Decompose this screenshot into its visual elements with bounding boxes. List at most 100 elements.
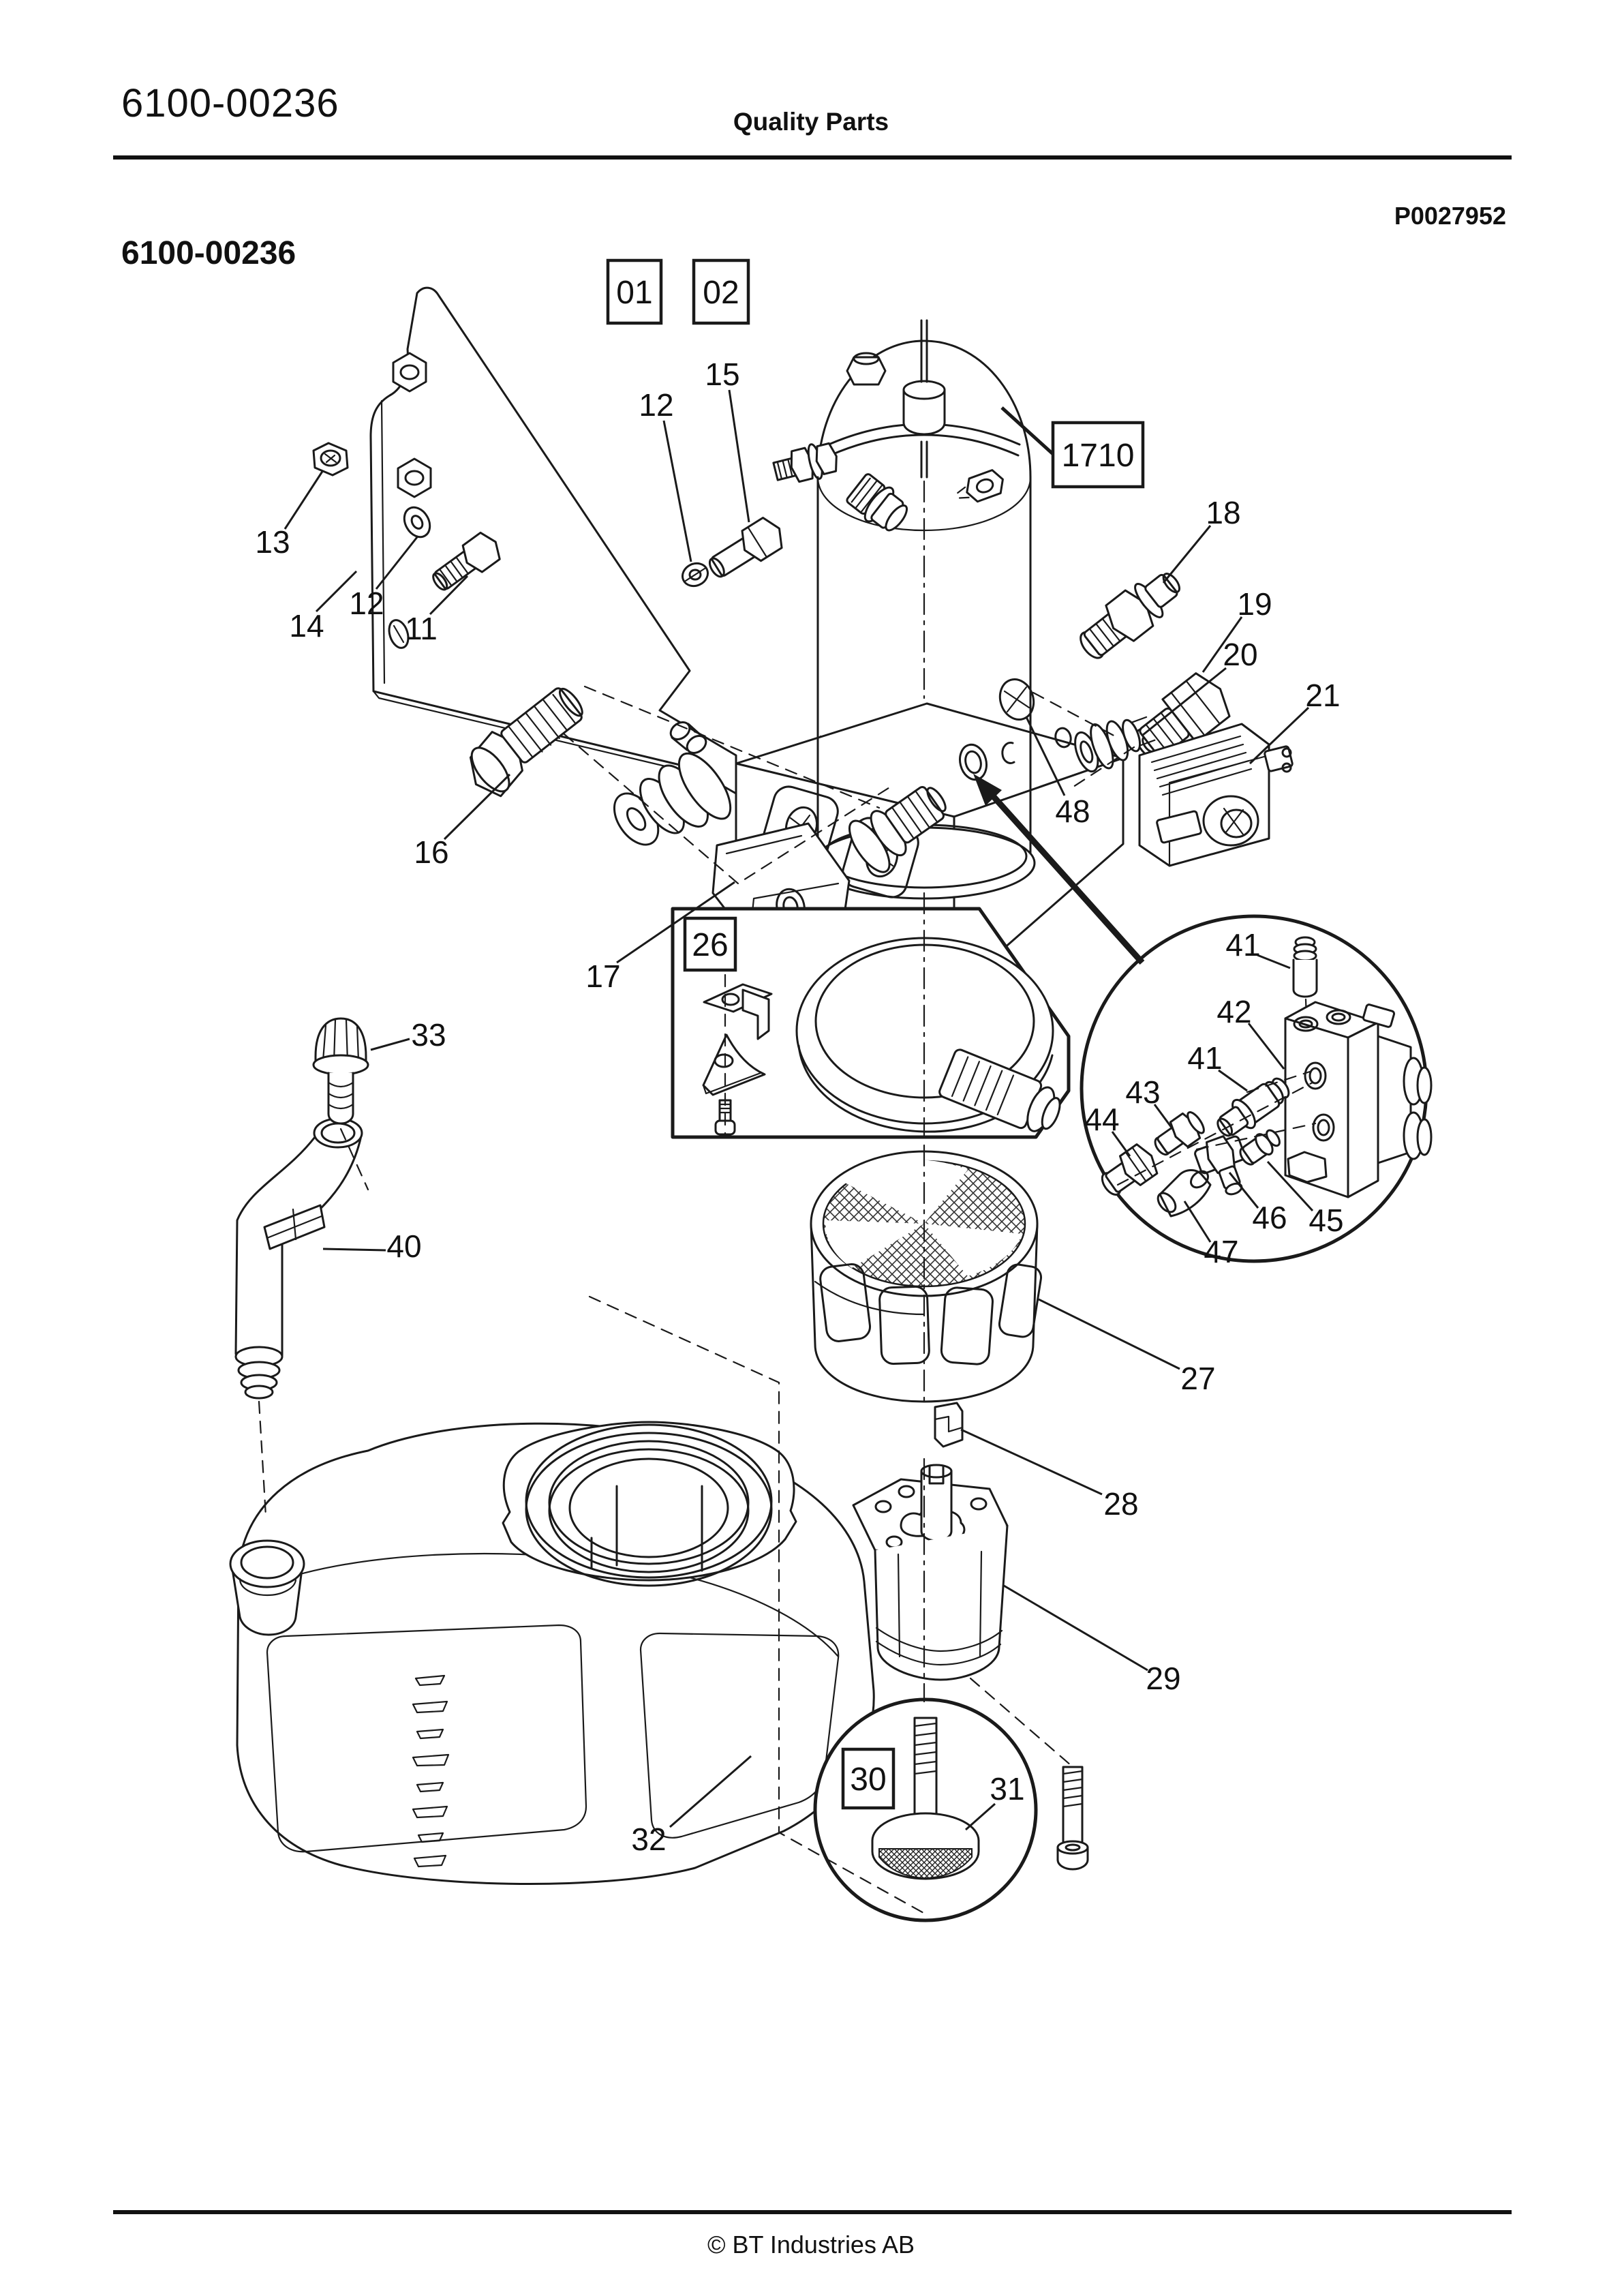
bracket-bolt-upper xyxy=(392,352,427,393)
nut-13 xyxy=(312,442,349,477)
callout-18-8: 18 xyxy=(1162,495,1241,584)
callout-31-16: 31 xyxy=(965,1771,1025,1831)
callout-label: 41 xyxy=(1225,927,1260,963)
callout-label: 15 xyxy=(705,357,739,392)
callout-label: 12 xyxy=(639,387,673,423)
boxed-callout-30: 30 xyxy=(841,1747,896,1810)
callout-47-27: 47 xyxy=(1183,1200,1239,1269)
solenoid-valve-21 xyxy=(1138,723,1294,867)
callout-43-23: 43 xyxy=(1125,1074,1175,1131)
boxed-callout-01: 01 xyxy=(606,258,663,325)
callout-label: 47 xyxy=(1204,1234,1238,1269)
callout-label: 19 xyxy=(1237,586,1272,622)
washer-12a xyxy=(403,506,431,539)
callout-45-25: 45 xyxy=(1266,1160,1344,1238)
socket-bolt xyxy=(1056,1766,1089,1871)
suction-filter-27 xyxy=(810,1150,1043,1403)
callout-44-24: 44 xyxy=(1084,1102,1131,1157)
pump-shaft xyxy=(920,1464,953,1542)
valve-block-detail-circle xyxy=(1080,914,1433,1263)
fitting-18 xyxy=(1080,573,1181,659)
callout-label: 40 xyxy=(386,1228,421,1264)
clamp-bracket-clip xyxy=(703,983,773,1040)
boxed-callout-label: 01 xyxy=(616,275,652,311)
footer-rule xyxy=(113,2210,1512,2214)
detail-arrow xyxy=(973,774,1145,965)
terminal-stud xyxy=(772,442,838,483)
callout-40-19: 40 xyxy=(322,1228,422,1264)
callout-28-14: 28 xyxy=(960,1428,1139,1522)
callout-label: 31 xyxy=(990,1771,1024,1807)
boxed-callout-1710: 1710 xyxy=(1000,406,1145,489)
magnet-plug-detail-circle xyxy=(813,1697,1038,1922)
callout-label: 20 xyxy=(1223,637,1257,672)
oil-tank-32 xyxy=(229,1421,875,1886)
callout-label: 13 xyxy=(255,524,290,560)
solenoid-boss xyxy=(1202,795,1259,847)
callout-12-4: 12 xyxy=(639,387,692,562)
clamp-detail-panel xyxy=(671,907,1071,1139)
callout-14-1: 14 xyxy=(289,570,358,644)
callout-label: 18 xyxy=(1206,495,1240,530)
mounting-bracket xyxy=(369,286,737,795)
washer-12b xyxy=(682,562,709,588)
callout-label: 42 xyxy=(1216,994,1251,1029)
callout-48-12: 48 xyxy=(1025,716,1090,829)
fitting-45 xyxy=(1239,1129,1281,1166)
callout-15-5: 15 xyxy=(705,357,750,523)
header-rule xyxy=(113,155,1512,160)
callout-label: 48 xyxy=(1055,794,1090,829)
front-fitting xyxy=(846,473,908,532)
boxed-callout-label: 02 xyxy=(703,275,739,311)
callout-16-6: 16 xyxy=(414,773,511,870)
callout-33-18: 33 xyxy=(370,1017,446,1053)
tee-fitting-46 xyxy=(1194,1135,1246,1196)
callout-label: 28 xyxy=(1103,1486,1138,1522)
callout-27-13: 27 xyxy=(1038,1298,1216,1396)
bracket-bolt-lower xyxy=(397,457,432,498)
boxed-callout-26: 26 xyxy=(683,916,737,972)
boxed-callout-label: 26 xyxy=(692,927,728,963)
callout-label: 29 xyxy=(1146,1661,1180,1696)
callout-layer: 1314121112151617181920214827282931323340… xyxy=(255,258,1344,1857)
bolt-15 xyxy=(708,517,783,578)
dome-hex-plug xyxy=(846,352,887,386)
callout-label: 14 xyxy=(289,608,324,644)
callout-20-10: 20 xyxy=(1142,637,1258,736)
callout-29-15: 29 xyxy=(1003,1584,1181,1696)
callout-label: 12 xyxy=(349,586,384,621)
solenoid-connector xyxy=(1264,745,1294,773)
filter-windows xyxy=(819,1263,1043,1365)
callout-label: 27 xyxy=(1180,1361,1215,1396)
fitting-43 xyxy=(1154,1111,1205,1156)
coupling-clip-28 xyxy=(934,1402,964,1448)
boxed-callout-label: 1710 xyxy=(1062,438,1135,474)
boxed-callout-02: 02 xyxy=(692,258,750,325)
tank-filler-neck xyxy=(229,1539,305,1636)
callout-label: 44 xyxy=(1084,1102,1119,1137)
gear-pump-29 xyxy=(852,1464,1009,1681)
callout-21-11: 21 xyxy=(1249,678,1341,765)
plate-code: P0027952 xyxy=(1394,202,1506,230)
callout-label: 41 xyxy=(1187,1040,1222,1076)
clamp-gusset xyxy=(702,1033,766,1096)
front-hex-bolt xyxy=(957,469,1004,503)
callout-19-9: 19 xyxy=(1202,586,1272,673)
bracket-peg xyxy=(669,721,707,754)
callout-label: 32 xyxy=(631,1822,666,1857)
tank-collar xyxy=(502,1421,797,1587)
magnet-plug-31 xyxy=(871,1717,980,1880)
suction-pipe-40 xyxy=(234,1117,363,1400)
valve-block-42 xyxy=(1284,1001,1433,1198)
page-part-number: 6100-00236 xyxy=(121,81,339,125)
callout-42-21: 42 xyxy=(1216,994,1285,1070)
callout-41-22: 41 xyxy=(1187,1040,1248,1092)
callout-11-3: 11 xyxy=(405,575,469,646)
figure-part-number: 6100-00236 xyxy=(121,235,296,271)
elbow-47 xyxy=(1157,1169,1212,1218)
callout-13-0: 13 xyxy=(255,470,324,560)
manifold-ports xyxy=(959,678,1072,781)
plug-fitting-16 xyxy=(469,687,583,798)
motor-shaft-hub xyxy=(902,319,946,479)
callout-label: 43 xyxy=(1125,1074,1160,1110)
